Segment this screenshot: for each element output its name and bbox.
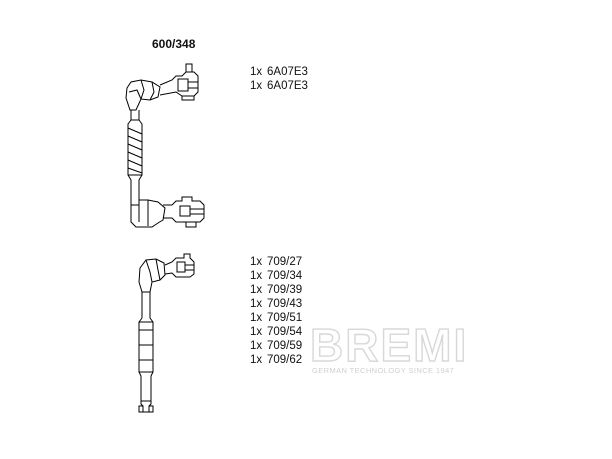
part-code: 709/39 [267,284,303,296]
top-parts-list: 1x 6A07E3 1x 6A07E3 [250,65,308,93]
part-code: 6A07E3 [267,80,308,92]
quantity-label: 1x [250,256,263,268]
quantity-label: 1x [250,298,263,310]
part-code: 709/62 [267,354,303,366]
quantity-label: 1x [250,326,263,338]
parts-list-row: 1x 709/39 [250,283,302,297]
parts-list-row: 1x 709/59 [250,339,302,353]
parts-list-row: 1x 709/54 [250,325,302,339]
part-code: 709/34 [267,270,303,282]
part-code: 709/43 [267,298,303,310]
part-code: 6A07E3 [267,66,308,78]
quantity-label: 1x [250,270,263,282]
parts-list-row: 1x 709/51 [250,311,302,325]
parts-list-row: 1x 6A07E3 [250,79,308,93]
part-code: 709/54 [267,326,303,338]
bottom-cable-drawing [138,253,195,413]
quantity-label: 1x [250,80,263,92]
quantity-label: 1x [250,354,263,366]
quantity-label: 1x [250,312,263,324]
quantity-label: 1x [250,284,263,296]
parts-list-row: 1x 709/34 [250,269,302,283]
bottom-parts-list: 1x 709/27 1x 709/34 1x 709/39 1x 709/43 1x 70… [250,255,302,367]
parts-list-row: 1x 709/43 [250,297,302,311]
parts-list-row: 1x 709/27 [250,255,302,269]
quantity-label: 1x [250,66,263,78]
part-code: 709/59 [267,340,303,352]
part-number-title: 600/348 [152,37,196,51]
parts-list-row: 1x 709/62 [250,353,302,367]
brand-watermark: BREMI [309,318,469,371]
parts-list-row: 1x 6A07E3 [250,65,308,79]
part-code: 709/27 [267,256,303,268]
top-cable-drawing [125,63,205,228]
brand-tagline-watermark: GERMAN TECHNOLOGY SINCE 1947 [312,366,455,375]
quantity-label: 1x [250,340,263,352]
part-code: 709/51 [267,312,303,324]
